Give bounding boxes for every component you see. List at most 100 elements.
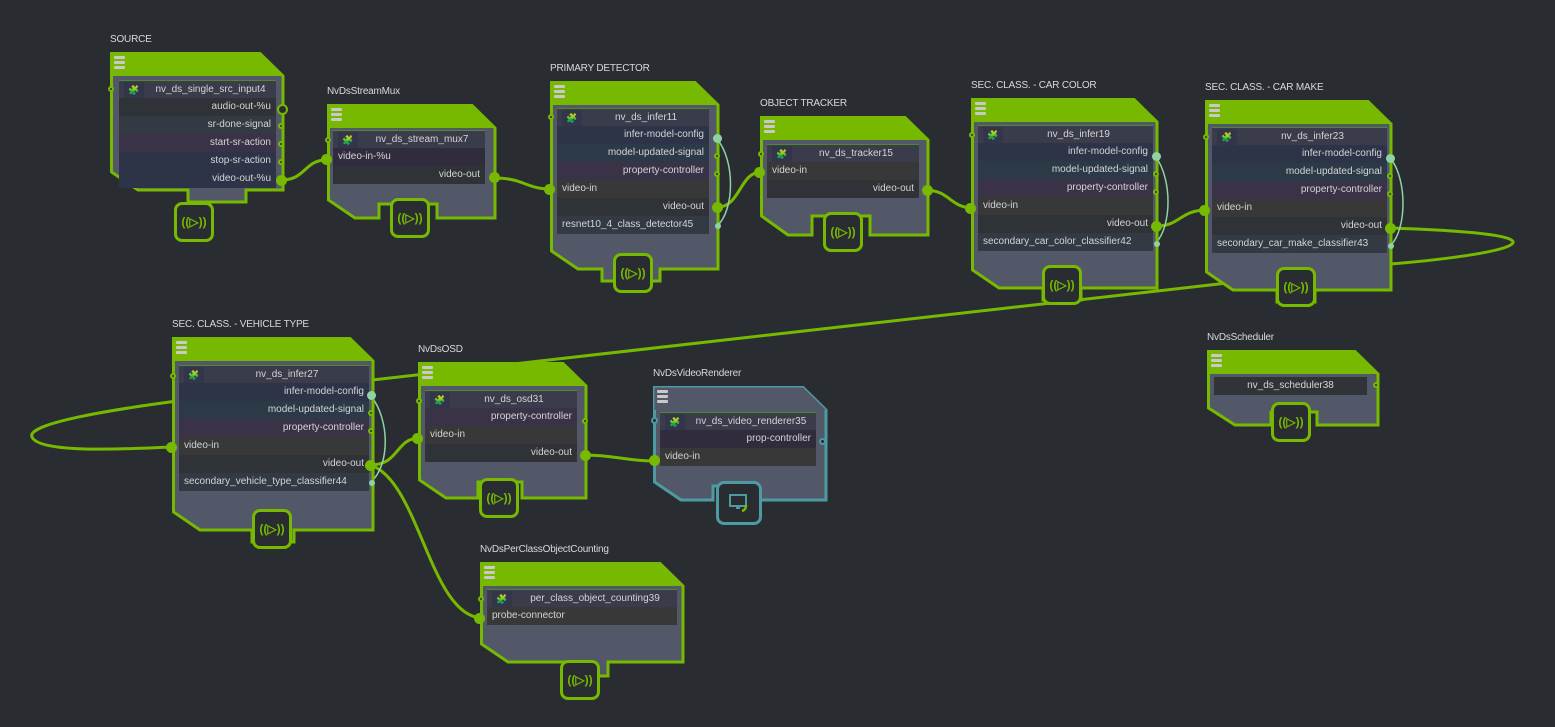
node-streammux[interactable]: NvDsStreamMux 🧩nv_ds_stream_mux7 video-i… — [321, 86, 500, 238]
edge-source-to-mux[interactable] — [281, 158, 327, 182]
broadcast-play-icon[interactable]: ((▷)) — [613, 253, 653, 293]
port-label: property-controller — [1212, 181, 1387, 199]
port-label: infer-model-config — [557, 126, 709, 144]
port-in[interactable] — [108, 86, 114, 92]
port-video-in[interactable] — [649, 455, 660, 466]
port-model[interactable] — [1154, 241, 1160, 247]
port-label: audio-out-%u — [119, 98, 276, 116]
port-label: model-updated-signal — [557, 144, 709, 162]
broadcast-play-icon[interactable]: ((▷)) — [252, 509, 292, 549]
port-stop-sr[interactable] — [278, 159, 284, 165]
port-model[interactable] — [715, 223, 721, 229]
port-model-updated[interactable] — [368, 410, 374, 416]
port-video-in[interactable] — [412, 433, 423, 444]
port-out[interactable] — [1373, 382, 1379, 388]
drag-handle-icon[interactable] — [176, 341, 187, 356]
drag-handle-icon[interactable] — [554, 85, 565, 100]
port-infer-model-config[interactable] — [1386, 154, 1395, 163]
node-title: SEC. CLASS. - VEHICLE TYPE — [172, 319, 309, 330]
port-start-sr[interactable] — [278, 141, 284, 147]
port-sr-done[interactable] — [278, 123, 284, 129]
port-video-out[interactable] — [1151, 221, 1162, 232]
broadcast-play-icon[interactable]: ((▷)) — [823, 212, 863, 252]
node-car-make[interactable]: SEC. CLASS. - CAR MAKE 🧩nv_ds_infer23 in… — [1199, 82, 1396, 312]
node-vehicle-type[interactable]: SEC. CLASS. - VEHICLE TYPE 🧩nv_ds_infer2… — [166, 319, 377, 549]
edge-osd-to-renderer[interactable] — [583, 453, 656, 463]
port-infer-model-config[interactable] — [367, 391, 376, 400]
port-video-out[interactable] — [276, 175, 287, 186]
drag-handle-icon[interactable] — [422, 366, 433, 381]
node-per-class-counting[interactable]: NvDsPerClassObjectCounting 🧩per_class_ob… — [474, 544, 685, 700]
drag-handle-icon[interactable] — [1209, 104, 1220, 119]
port-label: start-sr-action — [119, 134, 276, 152]
port-video-in[interactable] — [321, 154, 332, 165]
port-in[interactable] — [170, 373, 176, 379]
port-video-in[interactable] — [754, 167, 765, 178]
port-video-in[interactable] — [544, 184, 555, 195]
drag-handle-icon[interactable] — [114, 56, 125, 71]
port-probe-connector[interactable] — [474, 613, 485, 624]
node-source[interactable]: SOURCE 🧩nv_ds_single_src_input4 audio-ou… — [108, 34, 288, 242]
port-audio-out[interactable] — [277, 104, 288, 115]
node-object-tracker[interactable]: OBJECT TRACKER 🧩nv_ds_tracker15 video-in… — [754, 98, 933, 256]
port-in[interactable] — [416, 398, 422, 404]
component-icon: 🧩 — [1217, 128, 1237, 145]
port-in[interactable] — [969, 132, 975, 138]
broadcast-play-icon[interactable]: ((▷)) — [479, 478, 519, 518]
port-model-updated[interactable] — [1153, 171, 1159, 177]
port-property-controller[interactable] — [1153, 189, 1159, 195]
port-model[interactable] — [1388, 243, 1394, 249]
port-in[interactable] — [548, 114, 554, 120]
port-model[interactable] — [369, 480, 375, 486]
port-property-controller[interactable] — [368, 428, 374, 434]
port-property-controller[interactable] — [582, 418, 588, 424]
broadcast-play-icon[interactable]: ((▷)) — [1276, 267, 1316, 307]
port-video-in[interactable] — [965, 203, 976, 214]
component-icon: 🧩 — [665, 413, 685, 430]
edge-mux-to-primary[interactable] — [493, 176, 552, 191]
port-model-updated[interactable] — [1387, 173, 1393, 179]
node-osd[interactable]: NvDsOSD 🧩nv_ds_osd31 property-controller… — [412, 344, 591, 522]
drag-handle-icon[interactable] — [975, 102, 986, 117]
port-property-controller[interactable] — [1387, 191, 1393, 197]
port-in[interactable] — [651, 417, 658, 424]
broadcast-play-icon[interactable]: ((▷)) — [1271, 402, 1311, 442]
port-video-out[interactable] — [365, 460, 376, 471]
drag-handle-icon[interactable] — [484, 566, 495, 581]
port-prop-controller[interactable] — [819, 438, 826, 445]
port-label: property-controller — [179, 419, 369, 437]
port-video-out[interactable] — [489, 172, 500, 183]
broadcast-play-icon[interactable]: ((▷)) — [390, 198, 430, 238]
port-video-in[interactable] — [166, 442, 177, 453]
port-in[interactable] — [325, 137, 331, 143]
node-title: SEC. CLASS. - CAR MAKE — [1205, 82, 1324, 93]
port-in[interactable] — [758, 151, 764, 157]
port-video-out[interactable] — [712, 202, 723, 213]
broadcast-play-icon[interactable]: ((▷)) — [174, 202, 214, 242]
port-property-controller[interactable] — [714, 171, 720, 177]
port-label: prop-controller — [660, 430, 816, 448]
drag-handle-icon[interactable] — [657, 390, 668, 405]
drag-handle-icon[interactable] — [764, 120, 775, 135]
edge-primary-to-tracker[interactable] — [717, 170, 762, 209]
port-label: property-controller — [557, 162, 709, 180]
port-infer-model-config[interactable] — [713, 134, 722, 143]
drag-handle-icon[interactable] — [331, 108, 342, 123]
broadcast-play-icon[interactable]: ((▷)) — [560, 660, 600, 700]
node-video-renderer[interactable]: NvDsVideoRenderer 🧩nv_ds_video_renderer3… — [649, 368, 828, 528]
port-in[interactable] — [478, 596, 484, 602]
broadcast-play-icon[interactable]: ((▷)) — [1042, 265, 1082, 305]
port-infer-model-config[interactable] — [1152, 152, 1161, 161]
port-video-out[interactable] — [580, 450, 591, 461]
node-scheduler[interactable]: NvDsScheduler nv_ds_scheduler38 ((▷)) — [1207, 332, 1380, 450]
port-video-in[interactable] — [1199, 205, 1210, 216]
monitor-icon[interactable] — [716, 481, 762, 525]
port-label: video-out — [1212, 217, 1387, 235]
drag-handle-icon[interactable] — [1211, 354, 1222, 369]
port-model-updated[interactable] — [714, 153, 720, 159]
port-video-out[interactable] — [922, 185, 933, 196]
port-in[interactable] — [1203, 134, 1209, 140]
node-car-color[interactable]: SEC. CLASS. - CAR COLOR 🧩nv_ds_infer19 i… — [965, 80, 1162, 310]
port-video-out[interactable] — [1385, 223, 1396, 234]
node-primary-detector[interactable]: PRIMARY DETECTOR 🧩nv_ds_infer11 infer-mo… — [544, 63, 723, 293]
